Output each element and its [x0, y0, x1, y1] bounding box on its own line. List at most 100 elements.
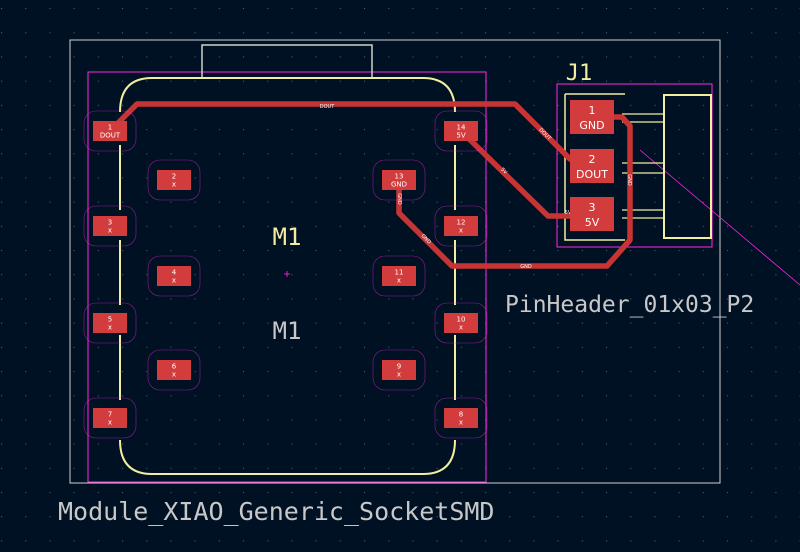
module-pad-2: 2x: [147, 159, 201, 201]
pad-net: x: [459, 324, 463, 332]
pad-number: 7: [108, 411, 112, 419]
pad-courtyard: [434, 302, 488, 344]
pad-number: 9: [397, 363, 401, 371]
pad-courtyard: [372, 349, 426, 391]
pad-number: 1: [108, 124, 112, 132]
pad-courtyard: [372, 255, 426, 297]
pad-number: 10: [457, 316, 466, 324]
module-pad-3: 3x: [83, 205, 137, 247]
pad-net: GND: [579, 119, 604, 132]
pad-copper: [93, 216, 127, 236]
pad-courtyard: [147, 349, 201, 391]
pad-number: 1: [589, 104, 596, 117]
module-pad-12: 12x: [434, 205, 488, 247]
pad-copper: [93, 408, 127, 428]
pad-net: 5V: [456, 132, 465, 140]
pad-copper: [93, 121, 127, 141]
pad-copper: [93, 313, 127, 333]
pad-number: 4: [172, 269, 177, 277]
pad-net: DOUT: [576, 168, 608, 181]
trace-label-dout: DOUT: [320, 104, 335, 110]
module-pad-5: 5x: [83, 302, 137, 344]
pad-net: x: [108, 227, 112, 235]
pad-number: 3: [589, 201, 596, 214]
pad-net: x: [108, 419, 112, 427]
module-silkscreen-outline: [119, 77, 456, 475]
pad-number: 11: [395, 269, 404, 277]
pad-courtyard: [147, 159, 201, 201]
pad-number: 3: [108, 219, 112, 227]
header-fab-line: [639, 149, 800, 286]
pad-copper: [570, 149, 614, 183]
pad-number: 8: [459, 411, 463, 419]
pad-net: x: [459, 419, 463, 427]
pad-courtyard: [147, 255, 201, 297]
pad-number: 12: [457, 219, 466, 227]
pad-copper: [570, 197, 614, 231]
pad-number: 5: [108, 316, 112, 324]
trace-label-gnd-right: GND: [626, 174, 632, 186]
pad-copper: [444, 408, 478, 428]
pad-number: 2: [589, 153, 596, 166]
pad-net: x: [397, 371, 401, 379]
trace-label-5v: 5V: [499, 167, 508, 176]
module-footprint-label: Module_XIAO_Generic_SocketSMD: [58, 497, 495, 526]
module-pad-8: 8x: [434, 397, 488, 439]
pad-net: x: [172, 371, 176, 379]
pad-net: x: [172, 181, 176, 189]
header-silkscreen: [564, 93, 625, 241]
module-reference: M1: [273, 223, 302, 251]
module-pad-6: 6x: [147, 349, 201, 391]
pad-copper: [444, 121, 478, 141]
trace-label-gnd: GND: [520, 264, 532, 270]
pad-net: x: [172, 277, 176, 285]
board-outline: [69, 39, 721, 484]
pad-copper: [157, 170, 191, 190]
pad-copper: [382, 266, 416, 286]
pad-number: 14: [457, 124, 466, 132]
pad-courtyard: [434, 397, 488, 439]
header-reference: J1: [566, 61, 593, 86]
pad-number: 13: [395, 173, 404, 181]
pad-net: DOUT: [100, 132, 121, 140]
pad-courtyard: [83, 302, 137, 344]
module-courtyard: [87, 71, 487, 483]
pad-number: 6: [172, 363, 177, 371]
trace-label-5v-h: 5V: [565, 210, 572, 216]
pad-courtyard: [83, 205, 137, 247]
pad-number: 2: [172, 173, 176, 181]
pad-courtyard: [83, 110, 137, 152]
module-pad-10: 10x: [434, 302, 488, 344]
pad-copper: [382, 170, 416, 190]
pad-net: GND: [391, 181, 407, 189]
trace-gnd: [396, 114, 633, 269]
pad-net: x: [397, 277, 401, 285]
pad-net: x: [459, 227, 463, 235]
module-center-marker: [284, 271, 290, 277]
header-pad-3: 35V: [570, 197, 614, 231]
pad-courtyard: [434, 205, 488, 247]
trace-dout: [107, 101, 573, 162]
module-fab-reference: M1: [273, 317, 302, 345]
pad-courtyard: [83, 397, 137, 439]
pad-copper: [382, 360, 416, 380]
header-footprint-label: PinHeader_01x03_P2: [505, 292, 754, 318]
pad-copper: [157, 266, 191, 286]
pad-copper: [157, 360, 191, 380]
module-pad-9: 9x: [372, 349, 426, 391]
pad-copper: [570, 100, 614, 134]
pad-net: x: [108, 324, 112, 332]
pad-copper: [444, 216, 478, 236]
pad-net: 5V: [585, 216, 600, 229]
trace-label-gnd-v: GND: [396, 193, 402, 205]
module-pad-7: 7x: [83, 397, 137, 439]
usb-connector-outline: [201, 44, 373, 77]
pad-copper: [444, 313, 478, 333]
